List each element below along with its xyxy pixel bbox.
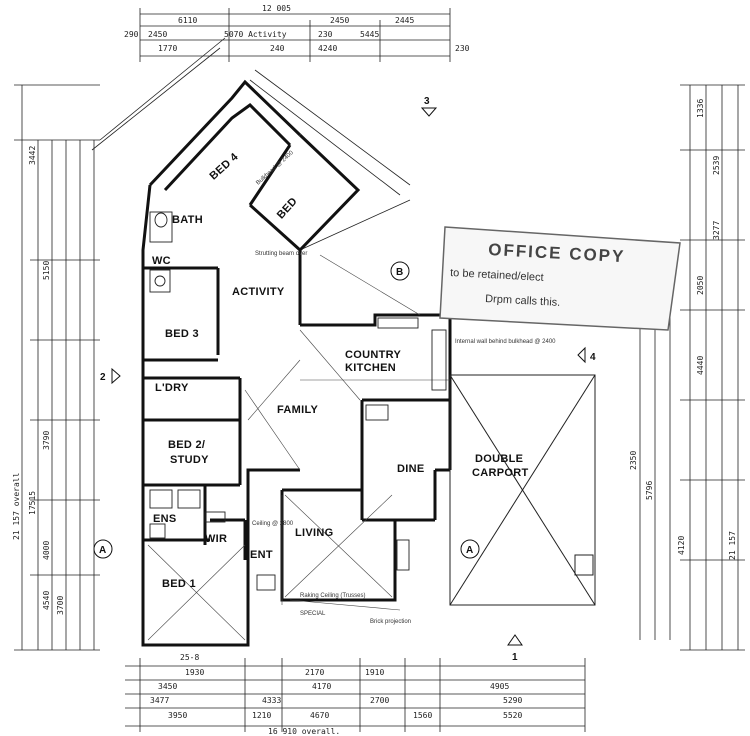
dim-top-2-c: 5070 Activity xyxy=(224,30,287,39)
dim-bottom-3-b: 4333 xyxy=(262,696,281,705)
dim-bottom-3-d: 5290 xyxy=(503,696,522,705)
room-label-kitchen: KITCHEN xyxy=(345,362,396,374)
walls xyxy=(141,79,452,647)
dim-right-seg-2: 2539 xyxy=(712,156,721,175)
elevation-marker-2: 2 xyxy=(100,372,106,383)
dim-bottom-2-b: 4170 xyxy=(312,682,331,691)
dim-left-seg-1: 3442 xyxy=(28,146,37,165)
room-label-bed: BED xyxy=(275,195,300,221)
section-marker-a-right: A xyxy=(466,545,473,556)
room-label-activity: ACTIVITY xyxy=(232,286,285,298)
note-special: SPECIAL xyxy=(300,611,326,617)
dim-bottom-4-a: 3950 xyxy=(168,711,187,720)
dim-top-1-a: 6110 xyxy=(178,16,197,25)
dim-bottom-3-c: 2700 xyxy=(370,696,389,705)
room-label-ent: ENT xyxy=(250,549,273,561)
dim-top-2-b: 2450 xyxy=(148,30,167,39)
room-label-dine: DINE xyxy=(397,463,424,475)
dim-right-seg-3: 3277 xyxy=(712,221,721,240)
office-copy-stamp: OFFICE COPY to be retained/elect Drpm ca… xyxy=(439,226,681,331)
dim-bottom-1-c: 2170 xyxy=(305,668,324,677)
elevation-marker-3: 3 xyxy=(424,96,430,107)
dim-bottom-4-c: 4670 xyxy=(310,711,329,720)
dim-bottom-1-b: 1930 xyxy=(185,668,204,677)
dim-left-seg-4: 3790 xyxy=(42,431,51,450)
dim-bottom-4-d: 1560 xyxy=(413,711,432,720)
dim-top-overall: 12 005 xyxy=(262,4,291,13)
room-label-wc: WC xyxy=(152,255,171,267)
dim-right-seg-7: 2350 xyxy=(629,451,638,470)
room-labels: BED 4 BED BATH WC ACTIVITY BED 3 COUNTRY… xyxy=(152,150,529,590)
dim-top-3-a: 1770 xyxy=(158,44,177,53)
room-label-wir: WIR xyxy=(205,533,227,545)
note-brick-projection: Brick projection xyxy=(370,619,411,625)
dim-left-seg-5: 4540 xyxy=(42,591,51,610)
dim-top-2-e: 5445 xyxy=(360,30,379,39)
dim-left-overall: 21 157 overall xyxy=(12,472,21,540)
elevation-marker-1: 1 xyxy=(512,652,518,663)
elevation-marker-4: 4 xyxy=(590,352,596,363)
dim-right-seg-5: 4440 xyxy=(696,356,705,375)
dim-top-2-a: 290 xyxy=(124,30,139,39)
dim-top-3-c: 4240 xyxy=(318,44,337,53)
dim-bottom-1-a: 25-8 xyxy=(180,653,199,662)
room-label-bed2: BED 2/ xyxy=(168,439,205,451)
room-label-ens: ENS xyxy=(153,513,177,525)
note-bulkhead: Bulkhead @ 2400 xyxy=(255,150,295,187)
dim-bottom-3-a: 3477 xyxy=(150,696,169,705)
dim-right-seg-1: 1336 xyxy=(696,99,705,118)
dim-top-1-c: 2445 xyxy=(395,16,414,25)
section-marker-b: B xyxy=(396,267,403,278)
dim-bottom-4-e: 5520 xyxy=(503,711,522,720)
dim-top-1-b: 2450 xyxy=(330,16,349,25)
drawing-notes: Bulkhead @ 2400 Strutting beam over Inte… xyxy=(252,150,556,625)
dim-left-seg-2: 5150 xyxy=(42,261,51,280)
room-label-living: LIVING xyxy=(295,527,333,539)
room-label-carport: CARPORT xyxy=(472,467,529,479)
room-label-bed4: BED 4 xyxy=(208,150,242,182)
section-marker-a-left: A xyxy=(99,545,106,556)
stamp-line-1: to be retained/elect xyxy=(450,267,544,284)
dim-left-seg-3: 4000 xyxy=(42,541,51,560)
note-internal-wall: Internal wall behind bulkhead @ 2400 xyxy=(455,339,556,345)
dim-bottom-4-b: 1210 xyxy=(252,711,271,720)
room-label-study: STUDY xyxy=(170,454,209,466)
section-markers: A A B 1 2 3 4 xyxy=(93,96,596,663)
room-label-bed3: BED 3 xyxy=(165,328,199,340)
dim-bottom-overall: 16 910 overall. xyxy=(268,727,340,736)
room-label-bath: BATH xyxy=(172,214,203,226)
dim-right-seg-6: 5796 xyxy=(645,481,654,500)
note-strutting-beam: Strutting beam over xyxy=(255,251,307,257)
room-label-bed1: BED 1 xyxy=(162,578,196,590)
dim-top-3-d: 230 xyxy=(455,44,470,53)
dimension-lines xyxy=(14,8,745,732)
carport-outline xyxy=(449,374,596,606)
fixtures xyxy=(149,211,447,591)
dim-left-seg-6: 3700 xyxy=(56,596,65,615)
stamp-line-2: Drpm calls this. xyxy=(485,293,561,309)
dim-left-secondary: 17515 xyxy=(28,491,37,515)
dim-top-3-b: 240 xyxy=(270,44,285,53)
room-label-family: FAMILY xyxy=(277,404,318,416)
dim-top-2-d: 230 xyxy=(318,30,333,39)
dim-right-seg-8: 4120 xyxy=(677,536,686,555)
dim-bottom-1-d: 1910 xyxy=(365,668,384,677)
room-label-country: COUNTRY xyxy=(345,349,401,361)
dim-right-seg-4: 2050 xyxy=(696,276,705,295)
dimension-text: 12 005 6110 2450 2445 290 2450 5070 Acti… xyxy=(12,4,737,736)
room-label-laundry: L'DRY xyxy=(155,382,189,394)
dim-bottom-2-c: 4905 xyxy=(490,682,509,691)
dim-right-overall: 21 157 xyxy=(728,531,737,560)
ceiling-lines xyxy=(147,254,450,641)
note-ceiling: Ceiling @ 2800 xyxy=(252,521,294,527)
room-label-double: DOUBLE xyxy=(475,453,523,465)
note-raking-ceiling: Raking Ceiling (Trusses) xyxy=(300,593,365,599)
dim-bottom-2-a: 3450 xyxy=(158,682,177,691)
